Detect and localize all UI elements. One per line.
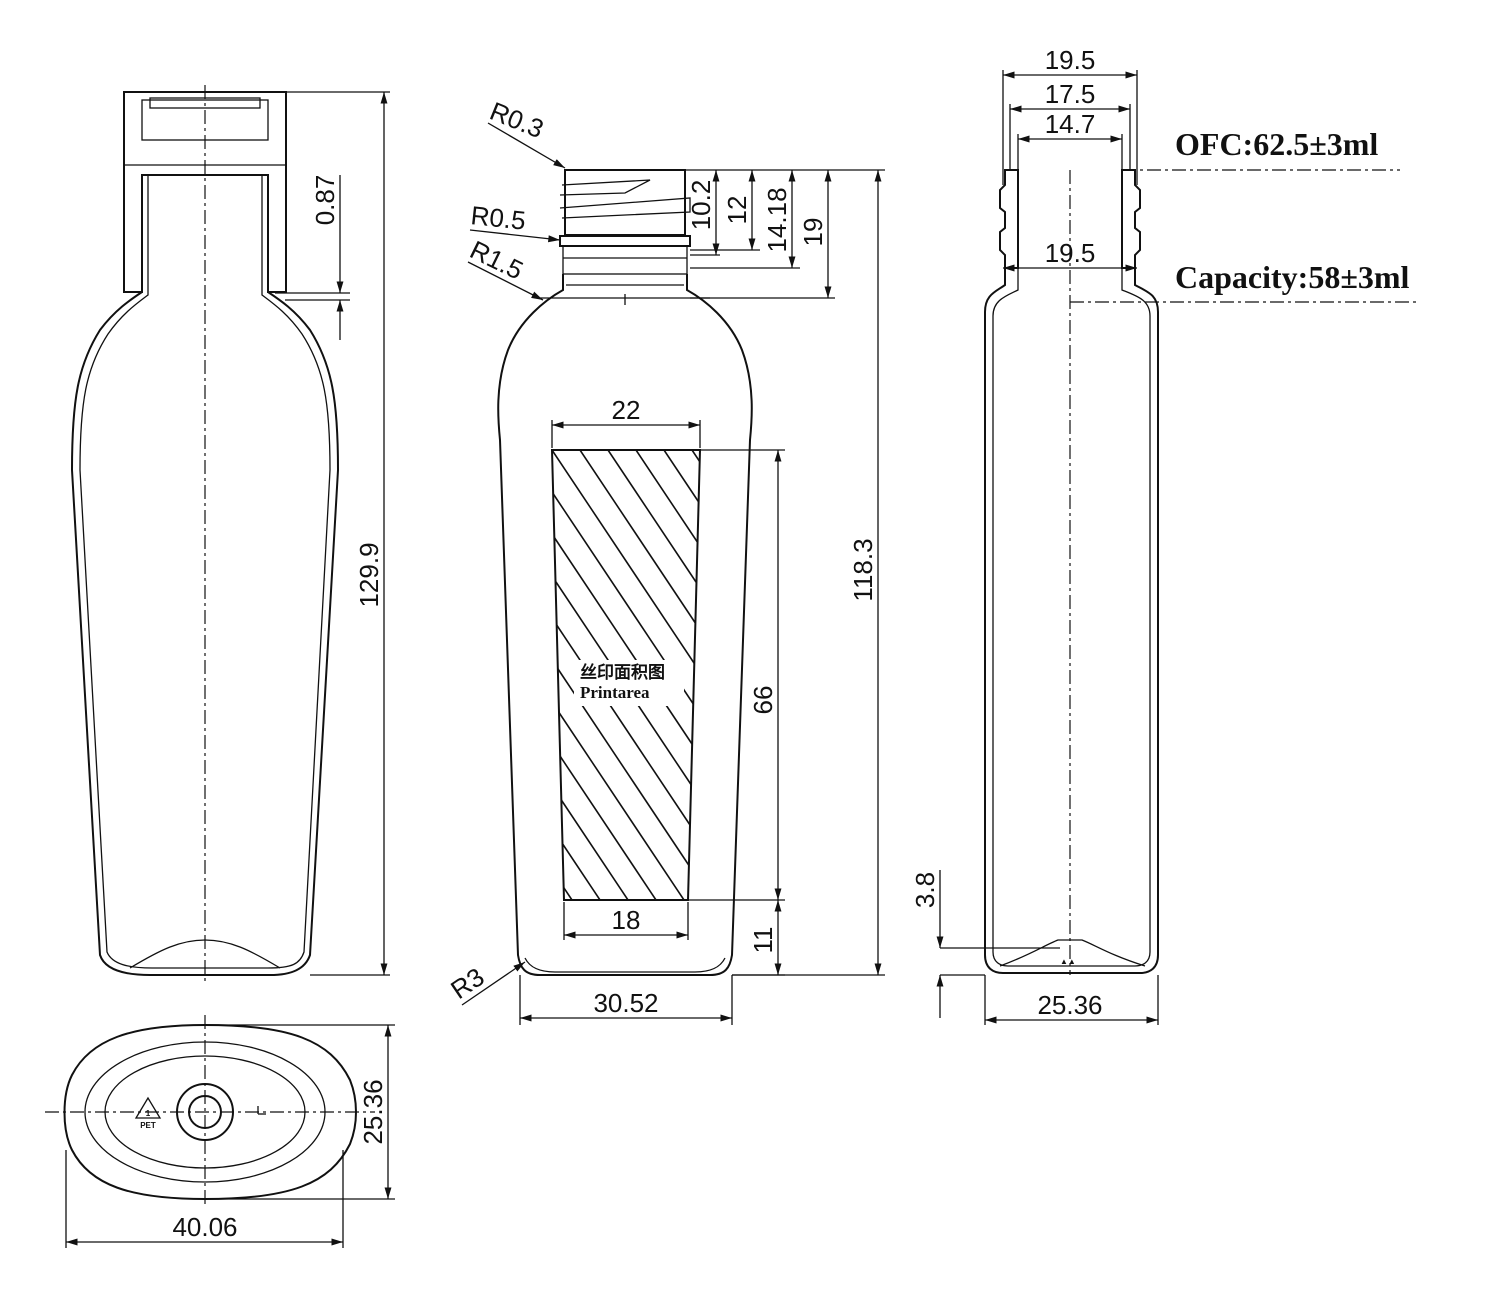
radius-top-label: R0.3 <box>486 96 548 144</box>
print-hatch-line <box>776 450 1076 900</box>
print-hatch-line <box>720 450 1020 900</box>
print-label-en: Printarea <box>580 683 650 702</box>
print-hatch-line <box>132 450 432 900</box>
print-hatch-line <box>579 450 700 900</box>
print-hatch-line <box>76 450 376 900</box>
print-hatch-line <box>860 450 1160 900</box>
base-push-value: 3.8 <box>910 872 940 908</box>
neck-h3-value: 14.18 <box>762 187 792 252</box>
print-hatch-line <box>104 450 404 900</box>
bottom-width-value: 40.06 <box>172 1212 237 1242</box>
capacity-note: Capacity:58±3ml <box>1175 259 1410 295</box>
neck-h2-value: 12 <box>722 196 752 225</box>
radius-neck-leader <box>469 229 561 243</box>
front-bottle-inner <box>79 175 331 969</box>
neck-finish <box>559 169 691 305</box>
print-hatch-line <box>552 450 601 900</box>
print-top-width-value: 22 <box>612 395 641 425</box>
print-hatch-line <box>1168 450 1468 900</box>
bottom-depth-value: 25.36 <box>358 1079 388 1144</box>
print-hatch-line <box>888 450 1188 900</box>
print-offset-value: 11 <box>748 927 778 954</box>
wall-offset-value: 0.87 <box>310 175 340 226</box>
print-hatch-line <box>0 450 292 900</box>
ofc-note: OFC:62.5±3ml <box>1175 126 1378 162</box>
thread-dia-value: 17.5 <box>1045 79 1096 109</box>
front-base-punt <box>129 939 281 969</box>
print-hatch-line <box>1028 450 1328 900</box>
print-hatch-line <box>1196 450 1496 900</box>
base-width-value: 30.52 <box>593 988 658 1018</box>
print-hatch-line <box>244 450 544 900</box>
print-hatch-line <box>552 450 700 900</box>
bottom-inner-ring <box>84 1041 326 1183</box>
print-hatch-line <box>1084 450 1384 900</box>
bottom-view: 1 PET 25.36 40.06 <box>45 1015 395 1248</box>
print-hatch-line <box>832 450 1132 900</box>
print-hatch-line <box>1056 450 1356 900</box>
radius-neck-label: R0.5 <box>469 200 527 236</box>
print-hatch-line <box>552 450 629 900</box>
print-hatch-line <box>20 450 320 900</box>
print-hatch-line <box>748 450 1048 900</box>
inner-neck-value: 14.7 <box>1045 109 1096 139</box>
section-base-punt <box>999 939 1146 967</box>
print-hatch-line <box>972 450 1272 900</box>
recycle-icon: 1 PET <box>134 1096 162 1130</box>
overall-height-value: 129.9 <box>354 542 384 607</box>
radius-shoulder-label: R1.5 <box>465 234 528 285</box>
print-hatch-line <box>552 450 657 900</box>
print-hatch-line <box>804 450 1104 900</box>
front-view: 129.9 0.87 <box>70 85 390 985</box>
neck-h4-value: 19 <box>798 218 828 247</box>
print-height-value: 66 <box>748 686 778 715</box>
print-hatch-line <box>216 450 516 900</box>
print-label-cn: 丝印面积图 <box>580 662 665 682</box>
section-body-inner <box>992 268 1151 967</box>
print-bottom-width-value: 18 <box>612 905 641 935</box>
radius-base-label: R3 <box>445 962 489 1005</box>
print-hatch-line <box>188 450 488 900</box>
print-area: 丝印面积图 Printarea <box>0 449 1496 901</box>
gate-outer <box>176 1083 234 1141</box>
svg-text:PET: PET <box>140 1121 156 1130</box>
body-width-value: 25.36 <box>1037 990 1102 1020</box>
neck-h1-value: 10.2 <box>686 180 716 231</box>
svg-text:1: 1 <box>146 1109 151 1118</box>
front-bottle-outline <box>70 175 340 976</box>
print-hatch-line <box>552 450 685 900</box>
print-hatch-line <box>1140 450 1440 900</box>
print-hatch-line <box>663 450 700 900</box>
radius-base-leader <box>461 961 526 1006</box>
section-mark: ▲▲ <box>1060 957 1076 966</box>
gate-inner <box>188 1095 222 1129</box>
body-height-value: 118.3 <box>848 538 878 601</box>
radius-shoulder-leader <box>467 261 544 301</box>
print-hatch-line <box>944 450 1244 900</box>
radius-top-leader <box>487 122 566 169</box>
section-view: ▲▲ 19.5 17.5 14.7 19.5 OFC:62.5±3ml Capa… <box>910 45 1420 1025</box>
print-hatch-line <box>552 450 700 900</box>
section-body-outline <box>984 268 1159 974</box>
print-hatch-line <box>916 450 1216 900</box>
outer-neck-value: 19.5 <box>1045 45 1096 75</box>
side-view: 丝印面积图 Printarea 22 18 66 11 10.2 12 14.1… <box>0 96 1496 1025</box>
print-hatch-line <box>635 450 700 900</box>
side-bottle-outline <box>497 274 753 976</box>
print-hatch-line <box>607 450 700 900</box>
neck-ring-value: 19.5 <box>1045 238 1096 268</box>
side-base-line <box>524 957 726 973</box>
